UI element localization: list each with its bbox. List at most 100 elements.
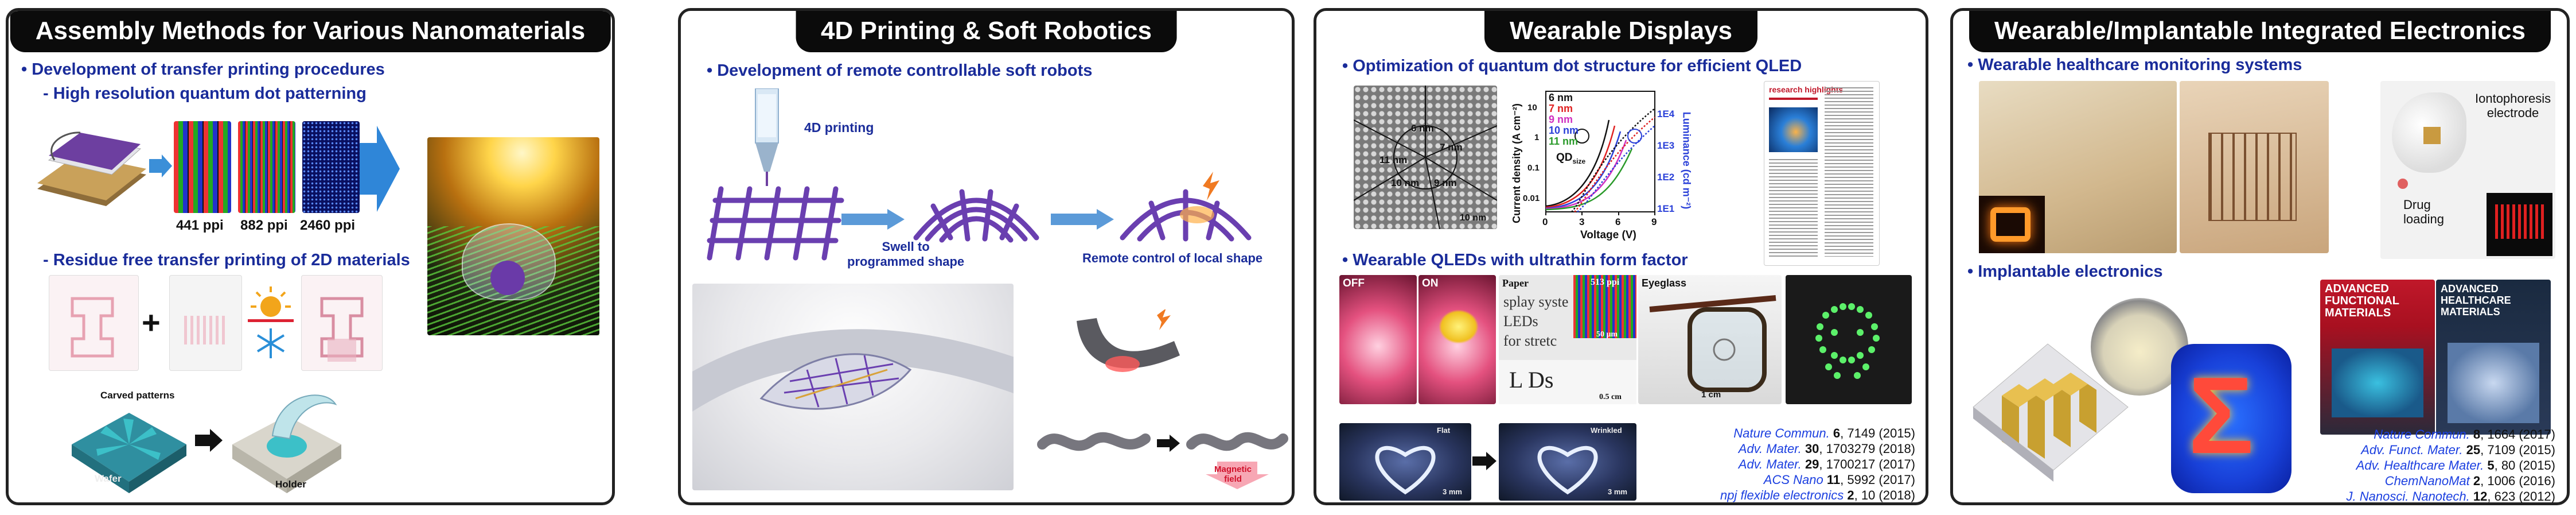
bullet-healthcare: • Wearable healthcare monitoring systems — [1967, 56, 2302, 74]
bullet-qd-structure: • Optimization of quantum dot structure … — [1342, 57, 1802, 75]
pattern-sample-3 — [301, 275, 383, 371]
ref-item: Nature Commun. 6, 7149 (2015) — [1733, 426, 1915, 440]
eyeglass-image: Eyeglass 1 cm — [1638, 275, 1782, 404]
on-label: ON — [1422, 277, 1439, 289]
arrow-right-icon-5 — [1157, 435, 1180, 452]
ytick-right-3: 1E1 — [1657, 203, 1675, 214]
arrow-right-icon-4 — [1051, 209, 1114, 230]
sensor-on-skin-image — [2180, 81, 2329, 253]
bending-strip — [1077, 309, 1180, 372]
ppi-label-2460: 2460 ppi — [300, 218, 356, 233]
y-axis-right-label: Luminance (cd m⁻²) — [1681, 111, 1693, 210]
ytick-right-1: 1E3 — [1657, 140, 1675, 151]
qd-grid-2460 — [302, 121, 360, 213]
ppi-label-882: 882 ppi — [240, 218, 288, 233]
sun-snowflake-icon — [248, 286, 294, 358]
ppi-513-label: 513 ppi — [1591, 277, 1620, 287]
bullet-ultrathin: • Wearable QLEDs with ultrathin form fac… — [1342, 251, 1688, 269]
xtick-0: 0 — [1542, 216, 1548, 227]
ytick-right-0: 1E4 — [1657, 109, 1675, 119]
printer-nozzle-illustration — [755, 88, 779, 186]
tem-label-9nm: 9 nm — [1434, 177, 1457, 188]
wafer-label: Wafer — [95, 473, 122, 484]
big-arrow-icon — [360, 126, 400, 212]
eyeglass-label: Eyeglass — [1642, 277, 1687, 289]
plus-icon: + — [142, 304, 161, 340]
ref-item: Nature Commun. 8, 1664 (2017) — [2374, 427, 2555, 442]
ytick-left-1: 1 — [1534, 133, 1540, 142]
scale-1cm: 1 cm — [1701, 390, 1721, 400]
tem-label-10nm: 10 nm — [1391, 177, 1420, 188]
ytick-left-2: 0.1 — [1527, 163, 1540, 173]
ytick-left-0: 10 — [1527, 103, 1537, 113]
skin-patch-image — [1979, 81, 2177, 253]
crawler-flat — [1037, 432, 1151, 451]
scale-3mm-a: 3 mm — [1443, 487, 1462, 496]
xtick-6: 6 — [1615, 216, 1621, 227]
tem-image: 6 nm 7 nm 11 nm 10 nm 9 nm 10 nm — [1354, 86, 1497, 229]
panel-assembly: Assembly Methods for Various Nanomateria… — [6, 8, 615, 505]
carved-patterns-label: Carved patterns — [100, 390, 175, 401]
pattern-sample-1 — [49, 275, 139, 371]
qd-size-label: QDsize — [1556, 152, 1586, 165]
wafer-illustration — [72, 413, 186, 493]
off-label: OFF — [1343, 277, 1365, 289]
jvl-legend: 6 nm 7 nm 9 nm 10 nm 11 nm — [1549, 92, 1579, 147]
wrinkled-label: Wrinkled — [1591, 426, 1622, 435]
heart-flat-image: Flat 3 mm — [1339, 423, 1471, 501]
holder-illustration — [232, 394, 341, 493]
legend-10nm: 10 nm — [1549, 125, 1579, 136]
ref-item: Adv. Mater. 29, 1700217 (2017) — [1738, 457, 1915, 471]
legend-6nm: 6 nm — [1549, 92, 1573, 103]
panel-title: 4D Printing & Soft Robotics — [796, 11, 1177, 52]
arrow-right-icon-3 — [841, 209, 905, 230]
implant-array-render — [1973, 343, 2129, 482]
flower-off-image: OFF — [1339, 275, 1417, 404]
ref-item: J. Nanosci. Nanotech. 12, 623 (2012) — [2346, 489, 2555, 504]
tem-label-7nm: 7 nm — [1440, 142, 1463, 153]
sub-2d-transfer: - Residue free transfer printing of 2D m… — [43, 251, 410, 269]
scale-50um: 50 μm — [1596, 330, 1618, 339]
sub-qd-patterning: - High resolution quantum dot patterning — [43, 84, 367, 103]
xtick-9: 9 — [1651, 216, 1657, 227]
x-axis-label: Voltage (V) — [1580, 229, 1636, 241]
references-electronics: Nature Commun. 8, 1664 (2017) Adv. Funct… — [2346, 427, 2555, 504]
qd-grid-882 — [238, 121, 295, 213]
bullet-implantable: • Implantable electronics — [1967, 262, 2163, 281]
bullet-soft-robots: • Development of remote controllable sof… — [707, 61, 1093, 80]
tem-scale: 10 nm — [1460, 213, 1487, 223]
scale-3mm-b: 3 mm — [1608, 487, 1627, 496]
tem-label-6nm: 6 nm — [1411, 123, 1434, 134]
tem-label-11nm: 11 nm — [1379, 154, 1408, 165]
ref-item: npj flexible electronics 2, 10 (2018) — [1720, 488, 1915, 502]
qled-matrix-image — [1786, 275, 1912, 404]
holder-label: Holder — [275, 479, 306, 490]
y-axis-left-label: Current density (A cm⁻²) — [1510, 103, 1522, 223]
scale-05cm: 0.5 cm — [1599, 393, 1622, 401]
panel-integrated-electronics: Wearable/Implantable Integrated Electron… — [1950, 8, 2570, 505]
pattern-sample-2 — [169, 275, 242, 371]
jvl-plot — [1545, 91, 1655, 215]
stamp-illustration — [37, 131, 146, 206]
panel-title: Assembly Methods for Various Nanomateria… — [10, 11, 611, 52]
ref-item: Adv. Mater. 30, 1703279 (2018) — [1738, 442, 1915, 456]
research-highlight-page: research highlights — [1764, 81, 1880, 266]
arrow-right-icon — [149, 154, 172, 177]
arrow-right-icon-6 — [1472, 452, 1497, 470]
legend-9nm: 9 nm — [1549, 114, 1573, 125]
sigma-glyph: Σ — [2188, 355, 2254, 477]
legend-11nm: 11 nm — [1549, 135, 1579, 147]
flower-on-image: ON — [1418, 275, 1496, 404]
arrow-right-icon-2 — [195, 429, 223, 452]
sigma-heatmap: Σ — [2171, 344, 2291, 493]
actuated-lattice — [1120, 172, 1252, 242]
ref-item: Adv. Funct. Mater. 25, 7109 (2015) — [2361, 443, 2555, 457]
ytick-right-2: 1E2 — [1657, 172, 1675, 183]
printing-label: 4D printing — [804, 120, 874, 135]
panel-title: Wearable/Implantable Integrated Electron… — [1969, 11, 2551, 52]
